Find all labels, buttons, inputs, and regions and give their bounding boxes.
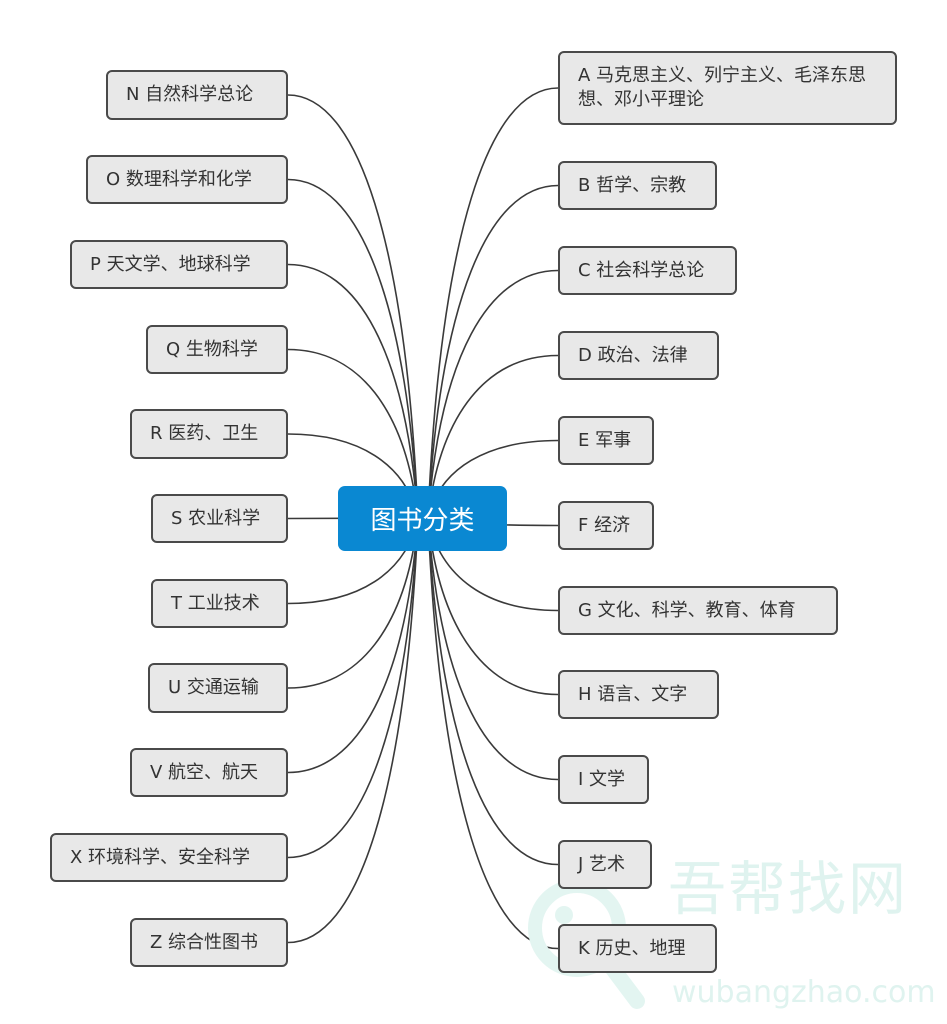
node-x[interactable]: X 环境科学、安全科学 xyxy=(50,833,288,882)
node-a[interactable]: A 马克思主义、列宁主义、毛泽东思想、邓小平理论 xyxy=(558,51,897,125)
connector-node-o xyxy=(287,178,419,519)
node-o[interactable]: O 数理科学和化学 xyxy=(86,155,288,204)
connector-node-b xyxy=(427,184,559,519)
connector-node-d xyxy=(427,354,559,519)
connector-node-a xyxy=(427,87,559,519)
connector-node-i xyxy=(427,517,559,781)
node-g[interactable]: G 文化、科学、教育、体育 xyxy=(558,586,838,635)
central-topic[interactable]: 图书分类 xyxy=(338,486,507,551)
connector-node-u xyxy=(287,517,419,689)
node-i[interactable]: I 文学 xyxy=(558,755,649,804)
node-r[interactable]: R 医药、卫生 xyxy=(130,409,288,459)
node-u[interactable]: U 交通运输 xyxy=(148,663,288,713)
connector-node-q xyxy=(287,348,419,519)
connector-node-p xyxy=(287,263,419,519)
node-h[interactable]: H 语言、文字 xyxy=(558,670,719,719)
connector-node-z xyxy=(287,517,419,944)
node-k[interactable]: K 历史、地理 xyxy=(558,924,717,973)
node-c[interactable]: C 社会科学总论 xyxy=(558,246,737,295)
node-t[interactable]: T 工业技术 xyxy=(151,579,288,628)
node-n[interactable]: N 自然科学总论 xyxy=(106,70,288,120)
node-s[interactable]: S 农业科学 xyxy=(151,494,288,543)
node-d[interactable]: D 政治、法律 xyxy=(558,331,719,380)
node-v[interactable]: V 航空、航天 xyxy=(130,748,288,797)
watermark-en: wubangzhao.com xyxy=(672,975,936,1010)
connector-node-n xyxy=(287,94,419,519)
connector-node-h xyxy=(427,517,559,696)
connector-node-x xyxy=(287,517,419,859)
node-e[interactable]: E 军事 xyxy=(558,416,654,465)
node-b[interactable]: B 哲学、宗教 xyxy=(558,161,717,210)
node-j[interactable]: J 艺术 xyxy=(558,840,652,889)
connector-node-v xyxy=(287,517,419,774)
node-z[interactable]: Z 综合性图书 xyxy=(130,918,288,967)
node-f[interactable]: F 经济 xyxy=(558,501,654,550)
watermark-cn: 吾帮找网 xyxy=(668,855,909,923)
connector-node-c xyxy=(427,269,559,519)
node-p[interactable]: P 天文学、地球科学 xyxy=(70,240,288,289)
node-q[interactable]: Q 生物科学 xyxy=(146,325,288,374)
connector-node-j xyxy=(427,517,559,866)
